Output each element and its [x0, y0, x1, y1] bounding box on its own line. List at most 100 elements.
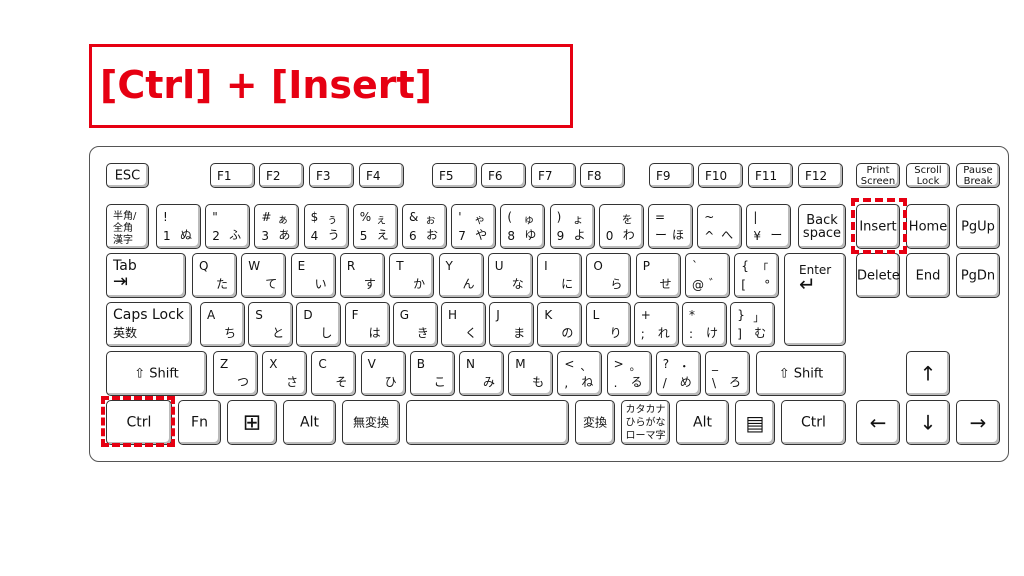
key-esc[interactable]: ESC — [106, 163, 149, 188]
key-scroll-lock[interactable]: Scroll Lock — [906, 163, 950, 188]
key-letter-z-row-10[interactable]: _\ろ — [705, 351, 750, 396]
key-arrow-left[interactable]: ← — [856, 400, 900, 445]
key-f4[interactable]: F4 — [359, 163, 404, 188]
key-letter-q-row-11[interactable]: {「[° — [734, 253, 780, 298]
key-delete[interactable]: Delete — [856, 253, 900, 298]
key-number-12-label-tl: | — [753, 210, 758, 224]
key-letter-a-row-10[interactable]: *:け — [682, 302, 727, 347]
key-number-11-label-tl: ~ — [704, 210, 715, 224]
key-letter-q-row-11-label-tl: { — [741, 259, 749, 273]
key-kana[interactable]: カタカナ ひらがな ローマ字 — [621, 400, 670, 445]
key-print-screen[interactable]: Print Screen — [856, 163, 900, 188]
key-alt-left[interactable]: Alt — [283, 400, 336, 445]
key-backspace[interactable]: Back space — [798, 204, 846, 249]
key-shift-right[interactable]: ⇧ Shift — [756, 351, 846, 396]
key-f9[interactable]: F9 — [649, 163, 694, 188]
key-letter-z-row-9[interactable]: ?・/め — [655, 351, 701, 396]
key-muhenkan[interactable]: 無変換 — [342, 400, 400, 445]
key-f6[interactable]: F6 — [481, 163, 526, 188]
key-enter[interactable]: Enter↵ — [784, 253, 846, 346]
key-home[interactable]: Home — [906, 204, 950, 249]
key-letter-z-row-7[interactable]: <、,ね — [557, 351, 603, 396]
key-number-7-label-tr: ゅ — [523, 213, 535, 226]
key-tab[interactable]: Tab⇥ — [106, 253, 186, 298]
key-alt-right[interactable]: Alt — [676, 400, 729, 445]
key-hankaku-zenkaku[interactable]: 半角/ 全角 漢字 — [106, 204, 149, 249]
key-letter-q-row-10-label-tl: ` — [692, 259, 698, 273]
key-fn[interactable]: Fn — [178, 400, 221, 445]
key-f7[interactable]: F7 — [531, 163, 576, 188]
key-arrow-down[interactable]: ↓ — [906, 400, 950, 445]
key-letter-z-row-8[interactable]: >。.る — [606, 351, 652, 396]
key-ctrl-right[interactable]: Ctrl — [781, 400, 846, 445]
key-number-12[interactable]: |¥ー — [746, 204, 792, 249]
key-end[interactable]: End — [906, 253, 950, 298]
key-f2[interactable]: F2 — [259, 163, 304, 188]
key-f5[interactable]: F5 — [432, 163, 477, 188]
key-number-5-label-br: お — [425, 228, 438, 242]
key-f10[interactable]: F10 — [698, 163, 743, 188]
key-shift-left[interactable]: ⇧ Shift — [106, 351, 207, 396]
key-insert[interactable]: Insert — [856, 204, 900, 249]
key-space[interactable] — [406, 400, 569, 445]
key-f3[interactable]: F3 — [309, 163, 354, 188]
key-menu[interactable]: ▤ — [735, 400, 775, 445]
key-henkan[interactable]: 変換 — [575, 400, 615, 445]
key-f12[interactable]: F12 — [798, 163, 843, 188]
key-arrow-up[interactable]: ↑ — [906, 351, 950, 396]
key-windows[interactable]: ⊞ — [227, 400, 277, 445]
key-letter-a-row-9[interactable]: +;れ — [633, 302, 679, 347]
key-scroll-lock-label-c: Scroll Lock — [914, 164, 942, 187]
key-f11[interactable]: F11 — [748, 163, 793, 188]
key-letter-a-row-0-label-br: ち — [223, 326, 236, 340]
key-pgup[interactable]: PgUp — [956, 204, 1000, 249]
key-arrow-right[interactable]: → — [956, 400, 1000, 445]
key-pause-break[interactable]: Pause Break — [956, 163, 1000, 188]
key-letter-q-row-10[interactable]: `@゛ — [685, 253, 730, 298]
key-pgdn[interactable]: PgDn — [956, 253, 1000, 298]
key-number-10[interactable]: =ーほ — [648, 204, 693, 249]
key-home-label-c: Home — [908, 219, 948, 234]
key-number-11[interactable]: ~^へ — [697, 204, 743, 249]
key-letter-a-row-11[interactable]: }」]む — [730, 302, 776, 347]
key-f8[interactable]: F8 — [580, 163, 625, 188]
key-f1[interactable]: F1 — [210, 163, 255, 188]
